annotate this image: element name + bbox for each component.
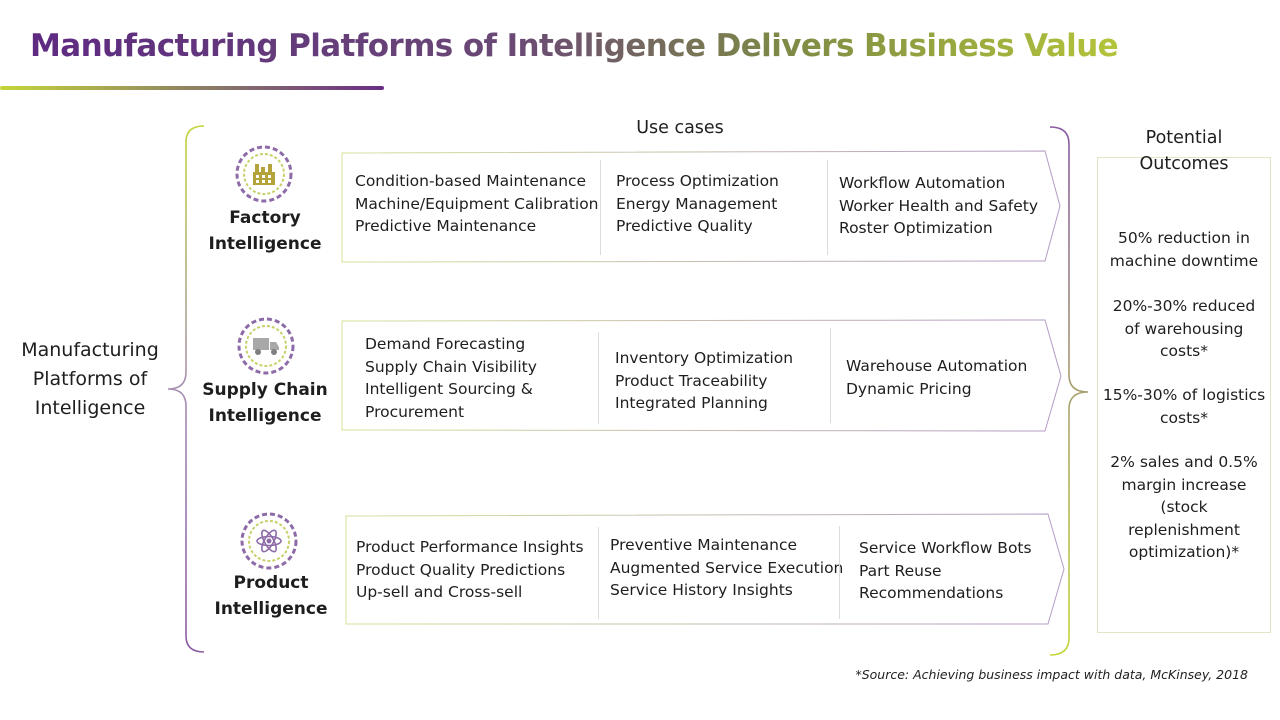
use-case-column: Inventory Optimization Product Traceabil… [615, 349, 794, 412]
use-cases-heading: Use cases [636, 118, 724, 138]
outcome-item: 50% reduction in machine downtime [1109, 229, 1259, 270]
column-divider [598, 527, 599, 619]
column-divider [830, 328, 831, 423]
column-divider [598, 332, 599, 424]
page-title: Manufacturing Platforms of Intelligence … [30, 28, 1119, 64]
source-note: *Source: Achieving business impact with … [855, 667, 1248, 682]
outcome-item: 20%-30% reduced of warehousing costs* [1112, 297, 1256, 360]
banner-product [345, 513, 1065, 625]
use-case-column: Workflow Automation Worker Health and Sa… [839, 174, 1039, 237]
use-case-column: Warehouse Automation Dynamic Pricing [846, 357, 1028, 398]
category-label-product: Product Intelligence [214, 573, 328, 619]
title-underline [0, 86, 384, 90]
use-case-column: Condition-based Maintenance Machine/Equi… [355, 172, 599, 235]
right-brace [1049, 126, 1089, 656]
use-case-column: Product Performance Insights Product Qua… [356, 538, 584, 601]
outcomes-heading: Potential Outcomes [1139, 128, 1229, 174]
column-divider [827, 160, 828, 255]
column-divider [600, 160, 601, 255]
category-label-supply-chain: Supply Chain Intelligence [202, 380, 328, 426]
platform-label: Manufacturing Platforms of Intelligence [21, 339, 159, 419]
column-divider [839, 526, 840, 619]
factory-icon [235, 145, 293, 203]
outcomes-box [1097, 157, 1271, 633]
outcome-item: 15%-30% of logistics costs* [1102, 386, 1266, 427]
use-case-column: Preventive Maintenance Augmented Service… [610, 536, 844, 599]
left-brace [167, 125, 205, 653]
use-case-column: Process Optimization Energy Management P… [616, 172, 779, 235]
banner-supply-chain [341, 319, 1062, 432]
truck-icon [237, 317, 295, 375]
atom-icon [240, 512, 298, 570]
use-case-column: Service Workflow Bots Part Reuse Recomme… [859, 539, 1032, 602]
banner-factory [341, 150, 1061, 263]
category-label-factory: Factory Intelligence [208, 208, 322, 254]
use-case-column: Demand Forecasting Supply Chain Visibili… [365, 335, 537, 421]
outcome-item: 2% sales and 0.5% margin increase (stock… [1110, 453, 1258, 561]
